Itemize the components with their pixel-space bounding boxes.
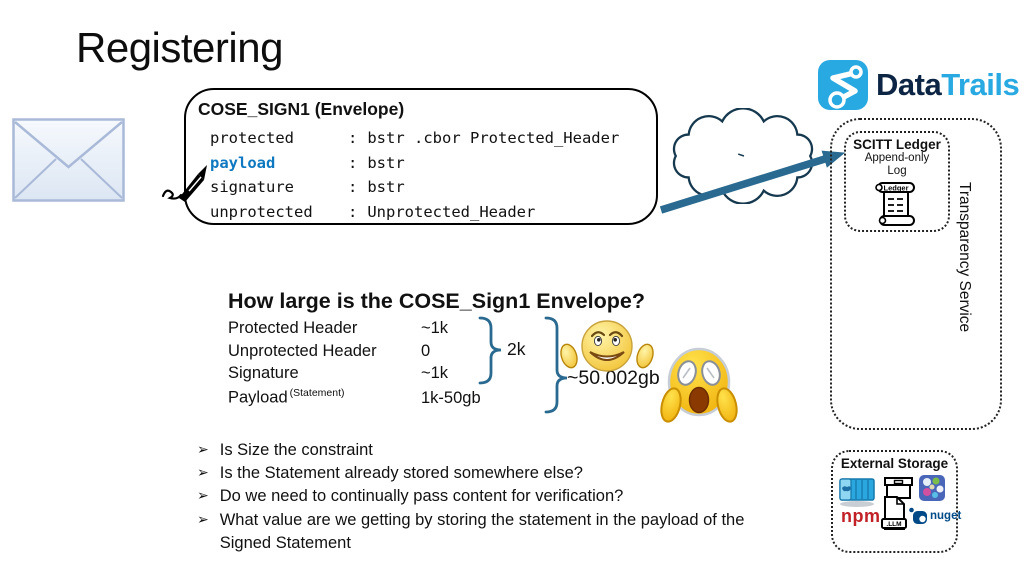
nuget-label: nuget [930, 510, 962, 522]
cose-field-protected: protected: bstr .cbor Protected_Header [196, 126, 656, 151]
logo-word-trails: Trails [941, 67, 1020, 102]
field-value: bstr .cbor Protected_Header [367, 129, 620, 147]
size-row-payload: Payload(Statement) 1k-50gb [228, 387, 481, 410]
question-item: ➢ Do we need to continually pass content… [197, 485, 789, 508]
size-table: Protected Header ~1k Unprotected Header … [228, 319, 481, 410]
size-row-label: Payload(Statement) [228, 387, 345, 407]
bullet-arrow-icon: ➢ [197, 488, 209, 505]
field-name: protected [210, 129, 294, 147]
datatrails-logo-icon [818, 60, 868, 110]
question-item: ➢ Is the Statement already stored somewh… [197, 462, 789, 485]
external-storage-title: External Storage [840, 456, 949, 471]
shrug-emoji [560, 320, 654, 372]
bullet-arrow-icon: ➢ [197, 465, 209, 482]
questions-list: ➢ Is Size the constraint ➢ Is the Statem… [197, 439, 789, 555]
transparency-service-label: Transparency Service [956, 182, 973, 333]
size-section-heading: How large is the COSE_Sign1 Envelope? [228, 289, 645, 313]
cloud-shape [672, 108, 814, 204]
scream-emoji [660, 347, 738, 423]
question-item: ➢ Is Size the constraint [197, 439, 789, 462]
datatrails-logo: DataTrails [818, 60, 1020, 110]
field-separator: : [348, 178, 358, 196]
question-text: Is Size the constraint [219, 441, 373, 459]
datatrails-wordmark: DataTrails [876, 67, 1020, 103]
payload-statement-note: (Statement) [289, 387, 345, 400]
size-row-protected-header: Protected Header ~1k [228, 319, 481, 342]
field-separator: : [348, 153, 358, 172]
cose-box-title: COSE_SIGN1 (Envelope) [198, 99, 405, 119]
envelope-total-label: ~50.002gb [567, 367, 660, 389]
question-text: What value are we getting by storing the… [219, 510, 745, 552]
scitt-ledger-subtitle2: Log [887, 165, 907, 177]
size-row-value: 1k-50gb [421, 388, 481, 407]
app-mosaic-icon [919, 475, 945, 501]
scitt-ledger-box: SCITT Ledger Append-only Log Ledger [844, 131, 950, 232]
page-title: Registering [76, 24, 283, 71]
question-text: Do we need to continually pass content f… [219, 487, 624, 506]
cose-sign1-envelope-box: COSE_SIGN1 (Envelope) protected: bstr .cb… [184, 88, 658, 225]
scitt-ledger-title: SCITT Ledger [853, 137, 941, 152]
field-value: bstr [367, 178, 405, 196]
npm-logo: npm [841, 506, 881, 526]
cose-field-signature: signature: bstr [196, 175, 656, 200]
field-value: bstr [367, 153, 405, 172]
size-braces [478, 316, 568, 414]
scitt-ledger-subtitle1: Append-only [864, 152, 930, 164]
envelope-icon [12, 118, 125, 202]
cose-field-payload: payload: bstr [196, 151, 656, 176]
size-row-value: ~1k [421, 364, 449, 383]
size-row-label: Unprotected Header [228, 341, 377, 360]
pen-icon [161, 165, 207, 202]
size-row-value: ~1k [421, 319, 449, 337]
llm-file-label: .LLM [886, 521, 901, 528]
header-subtotal-label: 2k [507, 339, 526, 359]
transparency-service-box [830, 118, 1002, 430]
field-value: Unprotected_Header [367, 202, 536, 221]
field-separator: : [348, 202, 358, 221]
bullet-arrow-icon: ➢ [197, 442, 209, 458]
field-separator: : [348, 129, 358, 147]
logo-word-data: Data [876, 67, 942, 102]
nuget-logo: nuget [909, 507, 961, 525]
docker-container-icon [839, 478, 875, 507]
size-row-unprotected-header: Unprotected Header 0 [228, 342, 481, 365]
size-row-signature: Signature ~1k [228, 364, 481, 387]
nuget-icon [909, 507, 927, 524]
question-item: ➢ What value are we getting by storing t… [197, 509, 789, 555]
scroll-icon: Ledger [875, 182, 915, 226]
field-name: signature [210, 178, 294, 196]
size-row-label: Signature [228, 364, 299, 383]
llm-file-icon: .LLM [881, 496, 907, 530]
field-name-payload: payload [210, 153, 276, 172]
cose-field-unprotected: unprotected: Unprotected_Header [196, 200, 656, 225]
scroll-ledger-label: Ledger [883, 184, 908, 193]
size-row-value: 0 [421, 341, 431, 360]
field-name: unprotected [210, 202, 313, 221]
size-row-label: Protected Header [228, 319, 358, 337]
external-storage-box: External Storage npm [831, 450, 961, 553]
registration-arrow [659, 150, 846, 214]
bullet-arrow-icon: ➢ [197, 511, 209, 528]
question-text: Is the Statement already stored somewher… [219, 464, 583, 483]
